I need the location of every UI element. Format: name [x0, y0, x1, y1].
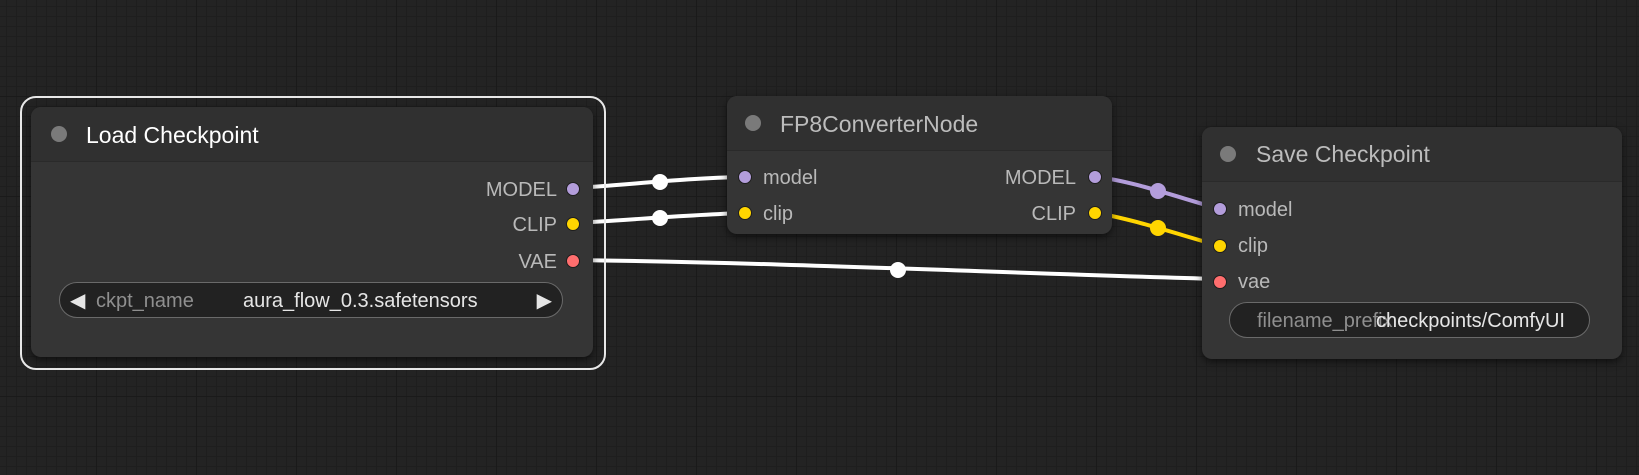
input-slot-clip[interactable]	[738, 206, 752, 220]
node-title: Load Checkpoint	[86, 122, 259, 148]
ckpt-name-combo[interactable]: ◀ ckpt_name aura_flow_0.3.safetensors ▶	[59, 282, 563, 318]
node-title-bar[interactable]: FP8ConverterNode	[727, 96, 1112, 151]
collapse-dot-icon[interactable]	[51, 126, 67, 142]
link-midpoint-model[interactable]	[652, 174, 668, 190]
output-slot-model[interactable]	[566, 182, 580, 196]
node-title: FP8ConverterNode	[780, 111, 979, 137]
combo-next-arrow-icon[interactable]: ▶	[536, 290, 552, 312]
fp8-converter-node[interactable]: FP8ConverterNode model clip MODEL CLIP	[727, 96, 1112, 234]
load-checkpoint-selection-outline	[20, 96, 606, 370]
output-slot-clip[interactable]	[566, 217, 580, 231]
input-label-clip: clip	[763, 203, 794, 225]
output-label-clip: CLIP	[1031, 203, 1076, 225]
link-midpoint-fp8-model[interactable]	[1150, 183, 1166, 199]
combo-value: aura_flow_0.3.safetensors	[243, 290, 478, 312]
output-label-vae: VAE	[518, 251, 557, 273]
input-label-vae: vae	[1238, 271, 1271, 293]
field-label: filename_prefix	[1257, 310, 1393, 332]
output-slot-clip[interactable]	[1088, 206, 1102, 220]
output-label-model: MODEL	[1004, 167, 1076, 189]
combo-label: ckpt_name	[96, 290, 194, 312]
link-midpoint-vae[interactable]	[890, 262, 906, 278]
filename-prefix-field[interactable]: filename_prefix checkpoints/ComfyUI	[1229, 302, 1590, 338]
input-label-model: model	[763, 167, 818, 189]
input-slot-vae[interactable]	[1213, 275, 1227, 289]
output-slot-model[interactable]	[1088, 170, 1102, 184]
input-label-clip: clip	[1238, 235, 1269, 257]
node-title-bar[interactable]: Save Checkpoint	[1202, 127, 1622, 182]
combo-prev-arrow-icon[interactable]: ◀	[70, 290, 86, 312]
output-label-clip: CLIP	[512, 214, 557, 236]
input-slot-model[interactable]	[738, 170, 752, 184]
node-title: Save Checkpoint	[1256, 141, 1430, 167]
field-value[interactable]: checkpoints/ComfyUI	[1376, 310, 1565, 332]
link-load-vae-to-save-vae[interactable]	[571, 258, 1221, 281]
input-slot-clip[interactable]	[1213, 239, 1227, 253]
input-label-model: model	[1238, 199, 1293, 221]
collapse-dot-icon[interactable]	[1220, 146, 1236, 162]
link-midpoint-fp8-clip[interactable]	[1150, 220, 1166, 236]
output-slot-vae[interactable]	[566, 254, 580, 268]
output-label-model: MODEL	[485, 179, 557, 201]
link-midpoint-clip[interactable]	[652, 210, 668, 226]
input-slot-model[interactable]	[1213, 202, 1227, 216]
save-checkpoint-node[interactable]: Save Checkpoint model clip vae filename_…	[1202, 127, 1622, 359]
node-title-bar[interactable]: Load Checkpoint	[31, 107, 593, 162]
collapse-dot-icon[interactable]	[745, 115, 761, 131]
load-checkpoint-node[interactable]: Load Checkpoint MODEL CLIP VAE ◀ ckpt_na…	[31, 107, 593, 357]
